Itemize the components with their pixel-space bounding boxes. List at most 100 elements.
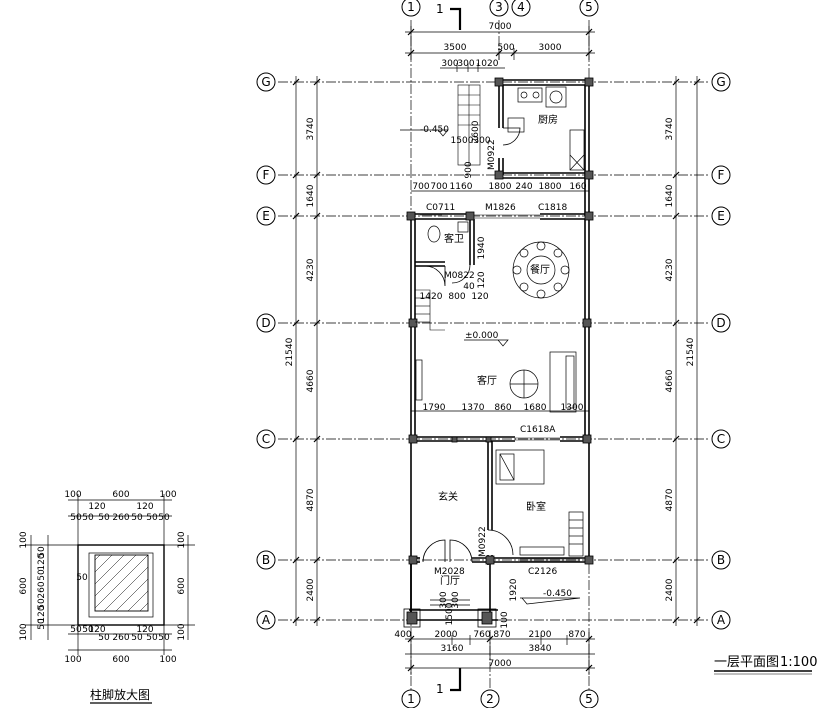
axis-bubble-bottom-1: [401, 689, 421, 708]
axis-label: 3: [495, 0, 503, 14]
axis-label: G: [716, 75, 725, 89]
elevation-outside: -0.450: [543, 589, 572, 599]
dimension-lines: [295, 26, 698, 675]
detail-dim: 50: [98, 633, 110, 643]
dim-text: 240: [515, 182, 532, 192]
axis-label: B: [262, 553, 270, 567]
axis-label: 1: [407, 0, 415, 14]
detail-dim: 120: [88, 502, 105, 512]
detail-dim: 50: [82, 513, 94, 523]
furniture: [415, 86, 585, 606]
dim-text: 4870: [665, 488, 675, 511]
opening-label: C1618A: [520, 425, 556, 435]
dim-text: 700: [412, 182, 429, 192]
dim-text: 1020: [476, 59, 499, 69]
dim-text: 300: [457, 59, 474, 69]
detail-dim: 100: [177, 623, 187, 640]
dim-text: 3740: [665, 117, 675, 140]
dim-text: 1790: [423, 403, 446, 413]
axis-label: 1: [407, 692, 415, 706]
dim-text: 300: [451, 591, 461, 608]
detail-dim: 260: [37, 581, 47, 598]
dim-text: 7000: [489, 659, 512, 669]
dim-text: 870: [568, 630, 585, 640]
elevation-kitchen: -0.450: [420, 125, 449, 135]
dim-text: 120: [471, 292, 488, 302]
dim-text: 300: [473, 136, 490, 146]
room-label-porch: 门厅: [440, 574, 460, 587]
dim-text: 1420: [420, 292, 443, 302]
axis-label: D: [716, 316, 725, 330]
axis-bubble-bottom-5: [579, 689, 599, 708]
dim-text: 4230: [306, 258, 316, 281]
opening-label: C1818: [538, 203, 567, 213]
opening-label: M1826: [485, 203, 516, 213]
axis-label: 5: [585, 0, 593, 14]
dim-text: 1160: [450, 182, 473, 192]
detail-dim: 100: [19, 623, 29, 640]
dim-text: 100: [500, 611, 510, 628]
dim-text: 3160: [441, 644, 464, 654]
axis-bubble-top-5: [579, 0, 599, 17]
dim-text: 1920: [509, 578, 519, 601]
dim-text: 2600: [471, 120, 481, 143]
detail-dim: 600: [19, 577, 29, 594]
porch-columns: [403, 608, 497, 628]
doors: [422, 127, 521, 563]
walls: [409, 79, 590, 622]
dim-text: 3840: [529, 644, 552, 654]
opening-label: M0922: [487, 139, 497, 170]
detail-dim: 260: [112, 633, 129, 643]
detail-title: 柱脚放大图: [90, 687, 150, 702]
dim-text: 760: [473, 630, 490, 640]
detail-dim: 50: [70, 513, 82, 523]
axis-bubble-top-1: [401, 0, 421, 17]
detail-dim: 50: [131, 633, 143, 643]
axis-label: C: [717, 432, 725, 446]
detail-dim: 50: [131, 513, 143, 523]
section-marks: [450, 7, 462, 692]
dim-text: 2400: [306, 578, 316, 601]
axis-label: E: [262, 209, 270, 223]
detail-dim: 50: [146, 513, 158, 523]
detail-dim: 100: [177, 531, 187, 548]
detail-dim: 600: [177, 577, 187, 594]
dim-text: 21540: [686, 337, 696, 366]
axis-label: A: [717, 613, 726, 627]
dim-text: 21540: [285, 337, 295, 366]
section-mark-label: 1: [436, 2, 444, 16]
detail-dim: 50: [146, 633, 158, 643]
detail-dim: 50: [158, 513, 170, 523]
detail-dim: 120: [136, 502, 153, 512]
detail-dim: 100: [159, 655, 176, 665]
elevation-markers: [400, 129, 581, 605]
room-label-dining: 餐厅: [530, 263, 550, 276]
detail-dim: 120: [88, 625, 105, 635]
column-base-detail: 100 600 100 120 120 50 50 50 260 50 50 5…: [19, 490, 195, 704]
axis-label: A: [262, 613, 271, 627]
opening-label: M0922: [478, 526, 488, 557]
room-label-living: 客厅: [477, 374, 497, 387]
dim-text: 1370: [462, 403, 485, 413]
dim-text: 120: [477, 271, 487, 288]
axis-bubble-top-4: [511, 0, 531, 17]
dim-text: 1500: [445, 602, 455, 625]
dim-text: 900: [464, 161, 474, 178]
dim-text: 800: [448, 292, 465, 302]
dim-text: 3740: [306, 117, 316, 140]
dim-text: 40: [463, 282, 475, 292]
dim-text: 870: [493, 630, 510, 640]
axis-label: B: [717, 553, 725, 567]
dim-text: 4660: [665, 369, 675, 392]
detail-dim: 50: [37, 618, 47, 630]
detail-dim: 50: [37, 546, 47, 558]
dim-text: 1640: [665, 184, 675, 207]
detail-dim: 50: [98, 513, 110, 523]
dim-text: 2100: [529, 630, 552, 640]
dim-text: 400: [394, 630, 411, 640]
windows: [420, 214, 580, 562]
stair: [415, 84, 481, 331]
dim-text: 7000: [489, 22, 512, 32]
detail-dim: 100: [159, 490, 176, 500]
